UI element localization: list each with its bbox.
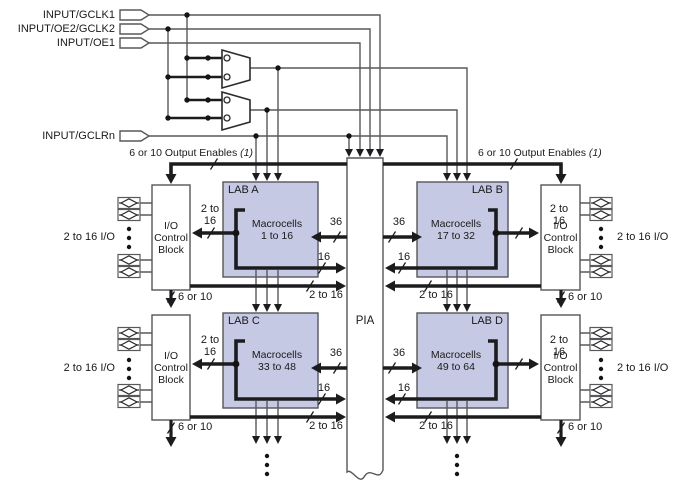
io-pad-icons (117, 196, 613, 409)
bus-36-label-c: 36 (329, 347, 343, 359)
oe-bus-label-left: 6 or 10 Output Enables (1) (129, 147, 253, 159)
bus-36-label-b: 36 (392, 216, 406, 228)
bus-6or10-label-ul: 6 or 10 (178, 291, 213, 303)
lab-b-box (416, 181, 509, 278)
mux-1-bubble-2 (223, 73, 231, 81)
input-label-oe2gclk2: INPUT/OE2/GCLK2 (17, 23, 115, 35)
bus-36-label-a: 36 (329, 216, 343, 228)
ellipsis-dots (126, 226, 604, 477)
bus-6or10-label-lr: 6 or 10 (568, 421, 603, 433)
mux-2-bubble-1 (223, 96, 231, 104)
bus-2to16-pia-label-a: 2 to 16 (309, 289, 343, 301)
lab-a-box (222, 181, 319, 278)
thick-buses (168, 56, 563, 439)
io-control-block-upper-right (540, 184, 581, 291)
wire-gclk2 (149, 28, 371, 150)
wire-mux2-out (250, 109, 458, 174)
junction-dots (165, 12, 500, 368)
lab-c-box (222, 312, 319, 409)
bus-slashes (166, 158, 566, 434)
wire-gclk1 (149, 14, 381, 150)
mux-input-stubs (168, 56, 223, 120)
wire-gclrn (149, 135, 448, 174)
input-label-gclk1: INPUT/GCLK1 (42, 9, 115, 21)
mux-2-bubble-2 (223, 114, 231, 122)
pad-stubs-right (580, 202, 590, 403)
input-label-gclrn: INPUT/GCLRn (42, 130, 115, 142)
lab-d-box (416, 312, 509, 409)
wires-labd-down (446, 401, 468, 437)
wire-oe1 (149, 42, 361, 150)
lab-b-title: LAB B (471, 184, 503, 196)
lab-b-feedback-path (392, 208, 498, 270)
io-count-label-ll: 2 to 16 I/O (63, 362, 115, 374)
bus-16-label-c: 16 (317, 382, 331, 394)
io-pads-upper-right (589, 196, 613, 279)
input-pin-icons (119, 9, 151, 142)
bus-16-label-d: 16 (397, 382, 411, 394)
pad-stubs-left (140, 202, 152, 403)
wire-mux1-out (250, 67, 468, 174)
block-fills (151, 157, 581, 480)
lab-d-feedback-path (392, 339, 498, 401)
io-count-label-lr: 2 to 16 I/O (617, 362, 669, 374)
input-pin-icon-oe2gclk2 (119, 23, 151, 35)
io-pads-upper-left (117, 196, 141, 279)
bus-16-label-a: 16 (317, 251, 331, 263)
mux-1 (221, 48, 251, 90)
io-count-label-ur: 2 to 16 I/O (617, 231, 669, 243)
input-pin-icon-gclrn (119, 130, 151, 142)
lab-d-title: LAB D (471, 315, 503, 327)
bus-6or10-label-ur: 6 or 10 (568, 291, 603, 303)
bus-2to16-pia-label-c: 2 to 16 (309, 420, 343, 432)
io-count-label-ul: 2 to 16 I/O (63, 231, 115, 243)
mux-2 (221, 90, 251, 132)
input-label-oe1: INPUT/OE1 (56, 37, 115, 49)
bus-2to16-pia-label-b: 2 to 16 (419, 289, 453, 301)
lab-a-feedback-path (234, 208, 339, 270)
thin-wires (140, 14, 590, 437)
bus-6or10-label-ll: 6 or 10 (178, 421, 213, 433)
oe-bus-right (383, 162, 563, 176)
input-pin-icon-gclk1 (119, 9, 151, 21)
pia-column (346, 157, 384, 480)
oe-bus-label-right: 6 or 10 Output Enables (1) (478, 147, 602, 159)
io-control-block-lower-right (540, 314, 581, 421)
bus-16-label-b: 16 (397, 251, 411, 263)
mux-1-bubble-1 (223, 54, 231, 62)
arrowheads (165, 149, 567, 447)
oe-bus-left (169, 162, 347, 176)
bus-36-label-d: 36 (392, 347, 406, 359)
lab-a-title: LAB A (228, 184, 259, 196)
bus-2to16-pia-label-d: 2 to 16 (419, 420, 453, 432)
io-pads-lower-right (589, 326, 613, 409)
io-pads-lower-left (117, 326, 141, 409)
lab-c-title: LAB C (228, 315, 260, 327)
wires-labc-down (255, 401, 279, 437)
pia-label: PIA (355, 315, 375, 327)
input-pin-icon-oe1 (119, 37, 151, 49)
lab-c-feedback-path (234, 339, 339, 401)
